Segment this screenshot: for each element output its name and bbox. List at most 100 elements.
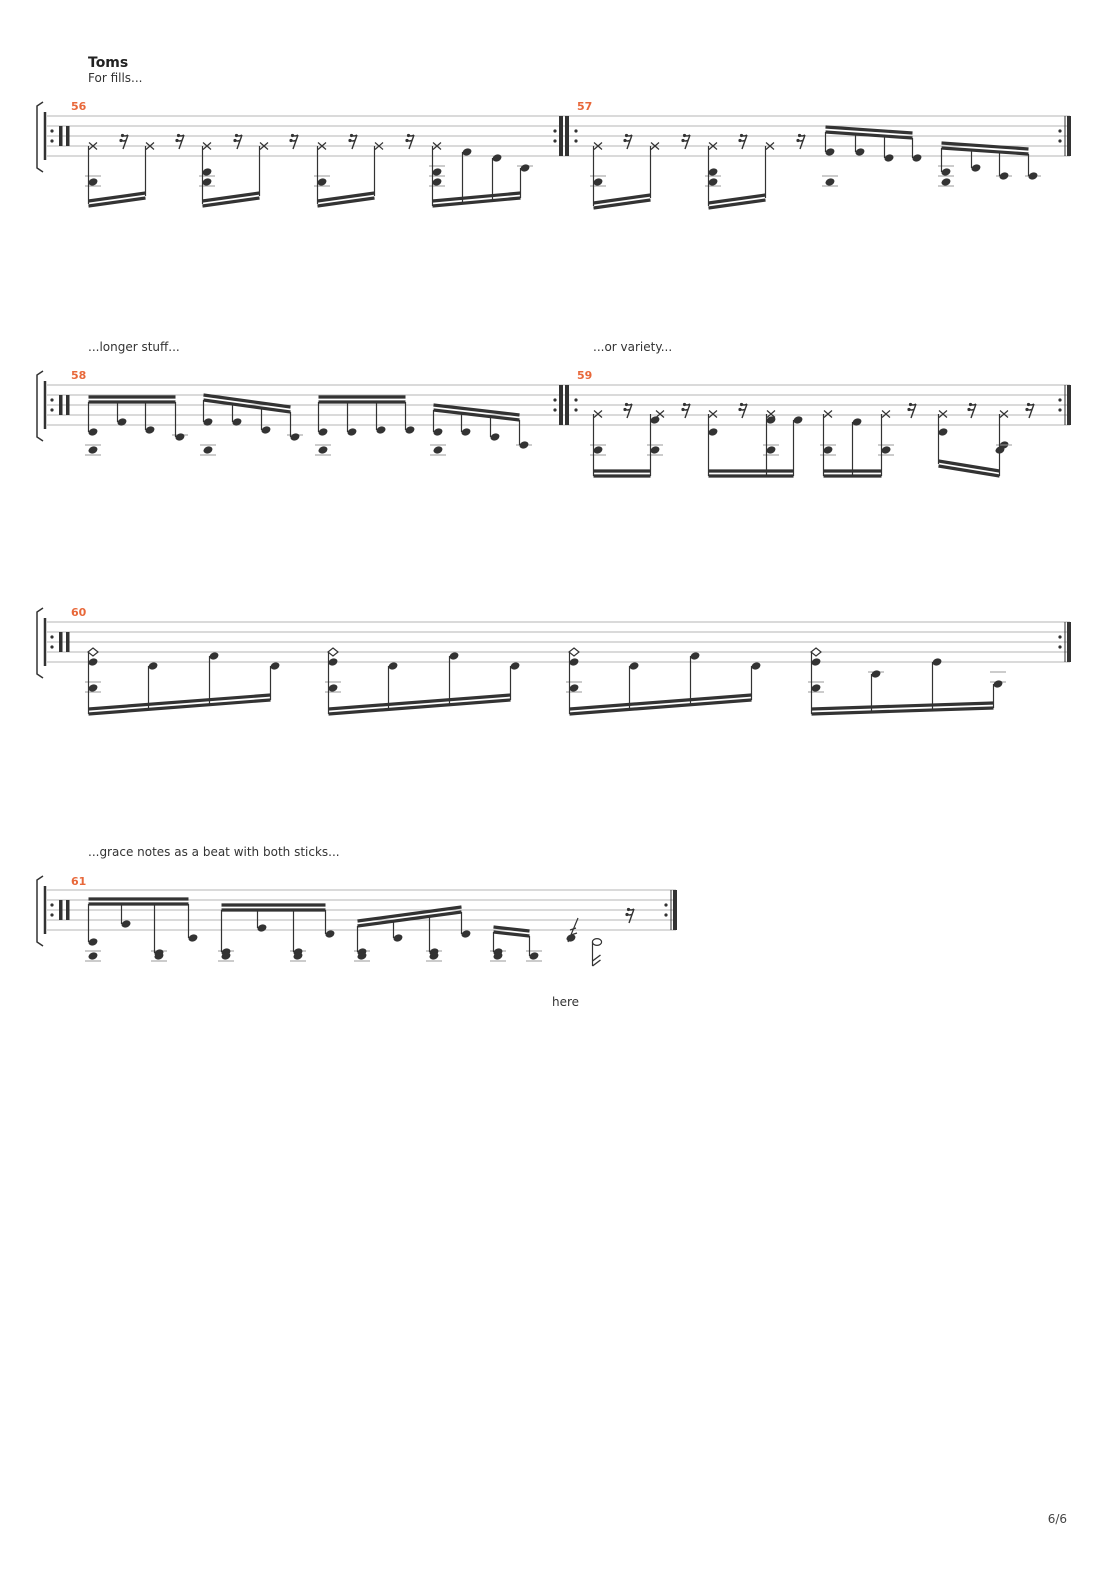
repeat-dot [50,139,54,143]
sixteenth-rest-icon [290,134,299,150]
measure-number-56: 56 [71,100,87,113]
flag [592,954,601,967]
notehead [708,428,718,436]
notehead [261,426,271,434]
staff-bracket [36,607,44,679]
sixteenth-rest-icon [797,134,806,150]
rest-dot [406,133,411,138]
rest-dot [120,133,125,138]
notehead [569,684,579,692]
notehead [145,426,155,434]
beam [569,693,752,711]
beam [433,408,520,422]
notehead [121,920,131,928]
annotation-here: here [552,995,579,1009]
notehead [825,178,835,186]
section-title: Toms [88,55,128,71]
rest-dot [738,407,742,412]
notehead [188,934,198,942]
notehead [232,418,242,426]
repeat-dot [1058,139,1062,143]
sixteenth-rest-icon [968,403,977,419]
staff-bracket [36,875,44,947]
cymbal-notehead [650,142,660,150]
notehead [317,178,327,186]
beam [593,198,651,210]
cymbal-notehead [938,410,948,418]
notehead [328,658,338,666]
cymbal-notehead [881,410,891,418]
cymbal-notehead [999,410,1009,418]
repeat-dot [50,913,54,917]
notehead [881,446,891,454]
notehead [88,446,98,454]
measure-number-58: 58 [71,369,86,382]
repeat-dot [50,398,54,402]
notehead [1028,172,1038,180]
percussion-clef-icon [59,900,63,920]
rest-dot [405,138,409,143]
rest-dot [349,133,354,138]
repeat-dot [1058,398,1062,402]
sixteenth-rest-icon [1026,403,1035,419]
measure-number-61: 61 [71,875,86,888]
beam [357,910,462,928]
staff-bracket [36,101,44,173]
rest-dot [967,407,971,412]
notehead [328,684,338,692]
notehead [884,154,894,162]
percussion-clef-icon [66,126,70,146]
repeat-dot [574,129,578,133]
notehead [650,446,660,454]
notehead [88,684,98,692]
notehead [202,168,212,176]
repeat-dot [50,903,54,907]
notehead [493,952,503,960]
sixteenth-rest-icon [739,134,748,150]
repeat-dot [50,408,54,412]
notehead [593,178,603,186]
beam [317,191,375,203]
notehead [357,952,367,960]
notehead [175,433,185,441]
notehead [650,416,660,424]
repeat-barline [565,385,569,425]
rest-dot [797,133,802,138]
notehead [376,426,386,434]
repeat-dot [553,139,557,143]
beam [941,141,1029,151]
beam [938,464,1000,478]
notehead [793,416,803,424]
cymbal-notehead [765,142,775,150]
cymbal-notehead [655,410,665,418]
sixteenth-rest-icon [406,134,415,150]
cymbal-notehead [432,142,442,150]
notehead [811,684,821,692]
repeat-dot [50,635,54,639]
beam [328,698,511,716]
sixteenth-rest-icon [682,134,691,150]
cymbal-notehead [593,410,603,418]
notehead [270,662,280,670]
staff [36,370,1071,442]
notehead [529,952,539,960]
beam [811,706,994,716]
notehead [855,148,865,156]
notehead [203,418,213,426]
notehead [811,658,821,666]
notehead [405,426,415,434]
open-hihat-notehead [810,647,822,657]
notehead [593,446,603,454]
notehead [325,930,335,938]
end-barline [1067,622,1071,662]
annotation-longer-stuff: ...longer stuff... [88,340,180,354]
sixteenth-rest-icon [739,403,748,419]
percussion-clef-icon [59,126,63,146]
beam [357,905,462,923]
rest-dot [738,138,742,143]
beam [811,701,994,711]
beam [708,198,766,210]
notehead [941,178,951,186]
sixteenth-rest-icon [626,908,635,924]
sixteenth-rest-icon [176,134,185,150]
